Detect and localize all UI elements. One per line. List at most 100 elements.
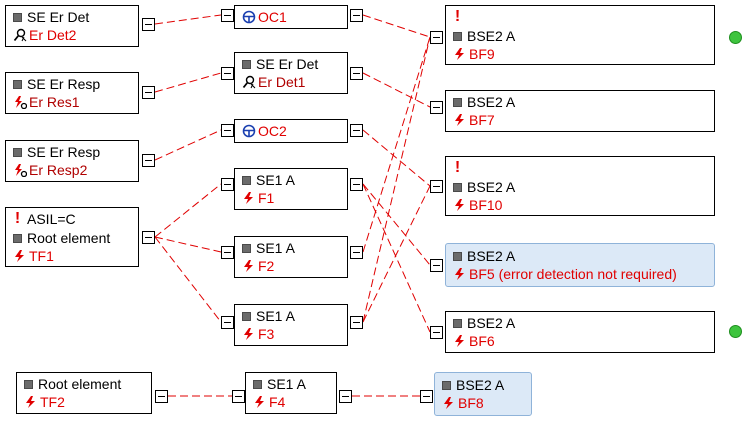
node-name: Er Resp2 — [29, 162, 88, 178]
node-bf10[interactable]: ! BSE2 A BF10 — [445, 156, 715, 216]
link-f3-bf9 — [362, 36, 431, 323]
link-oc2-bf10 — [362, 129, 431, 187]
element-icon — [242, 175, 251, 185]
node-bf6[interactable]: BSE2 A BF6 — [445, 311, 715, 353]
port[interactable] — [142, 86, 155, 99]
node-bf5[interactable]: BSE2 A BF5 (error detection not required… — [445, 243, 715, 287]
link-tf1-f1 — [154, 183, 222, 238]
steering-wheel-icon — [242, 10, 256, 24]
port[interactable] — [430, 180, 443, 193]
node-bf8[interactable]: BSE2 A BF8 — [434, 372, 532, 416]
port[interactable] — [339, 390, 352, 403]
port[interactable] — [142, 231, 155, 244]
port[interactable] — [350, 246, 363, 259]
lightning-fault-icon — [442, 396, 456, 410]
lightning-fault-icon — [242, 327, 256, 341]
node-name: BF9 — [469, 46, 495, 62]
port[interactable] — [350, 67, 363, 80]
node-name: OC1 — [258, 9, 287, 25]
port[interactable] — [221, 246, 234, 259]
port[interactable] — [350, 178, 363, 191]
node-type: SE Er Det — [256, 56, 319, 72]
port[interactable] — [420, 390, 433, 403]
node-se-er-resp-1[interactable]: SE Er Resp Er Res1 — [5, 72, 139, 114]
link-erdet2-oc1 — [154, 14, 222, 25]
element-icon — [242, 243, 251, 253]
lightning-fault-icon — [13, 249, 27, 263]
port[interactable] — [430, 326, 443, 339]
node-type: Root element — [38, 376, 122, 392]
port[interactable] — [430, 259, 443, 272]
node-se-er-det-1[interactable]: SE Er Det Er Det1 — [234, 52, 348, 94]
magnifier-person-icon — [242, 75, 256, 89]
port[interactable] — [350, 9, 363, 22]
port[interactable] — [221, 178, 234, 191]
port[interactable] — [221, 124, 234, 137]
node-type: SE1 A — [256, 172, 295, 188]
node-root-tf1[interactable]: !ASIL=C Root element TF1 — [5, 207, 139, 267]
link-f1-bf6 — [362, 183, 431, 333]
node-type: SE1 A — [256, 240, 295, 256]
port[interactable] — [430, 101, 443, 114]
node-bf9[interactable]: ! BSE2 A BF9 — [445, 5, 715, 65]
steering-wheel-icon — [242, 124, 256, 138]
element-icon — [453, 318, 462, 328]
element-icon — [453, 251, 462, 261]
node-name: BF10 — [469, 197, 503, 213]
warning-icon: ! — [454, 8, 461, 25]
port[interactable] — [221, 316, 234, 329]
node-name: OC2 — [258, 123, 287, 139]
node-type: BSE2 A — [467, 315, 516, 331]
port[interactable] — [221, 67, 234, 80]
node-oc2[interactable]: OC2 — [234, 119, 348, 143]
port[interactable] — [430, 31, 443, 44]
element-icon — [13, 12, 22, 22]
port[interactable] — [155, 390, 168, 403]
node-type: BSE2 A — [467, 28, 516, 44]
node-type: SE Er Resp — [27, 144, 101, 160]
lightning-fault-icon — [453, 198, 467, 212]
node-name: BF8 — [458, 395, 484, 411]
node-se-er-resp-2[interactable]: SE Er Resp Er Resp2 — [5, 140, 139, 182]
node-name: BF7 — [469, 112, 495, 128]
lightning-gear-icon — [13, 95, 27, 109]
lightning-fault-icon — [453, 47, 467, 61]
node-name: F3 — [258, 326, 275, 342]
status-ok-icon — [729, 31, 742, 44]
lightning-gear-icon — [13, 163, 27, 177]
node-type: BSE2 A — [456, 377, 505, 393]
node-name: F1 — [258, 190, 275, 206]
node-f1[interactable]: SE1 A F1 — [234, 168, 348, 210]
lightning-fault-icon — [453, 113, 467, 127]
port[interactable] — [142, 154, 155, 167]
node-name: BF6 — [469, 333, 495, 349]
lightning-fault-icon — [453, 334, 467, 348]
element-icon — [13, 147, 22, 157]
port[interactable] — [221, 9, 234, 22]
node-type: BSE2 A — [467, 179, 516, 195]
element-icon — [453, 31, 462, 41]
warning-icon: ! — [14, 210, 21, 227]
node-name: TF2 — [40, 394, 65, 410]
node-name: TF1 — [29, 248, 54, 264]
node-oc1[interactable]: OC1 — [234, 5, 348, 29]
port[interactable] — [350, 316, 363, 329]
node-bf7[interactable]: BSE2 A BF7 — [445, 90, 715, 132]
link-f3-bf10 — [362, 185, 431, 323]
link-erresp2-oc2 — [154, 129, 222, 161]
port[interactable] — [350, 124, 363, 137]
node-name: F4 — [269, 394, 286, 410]
node-root-tf2[interactable]: Root element TF2 — [16, 372, 152, 414]
node-f2[interactable]: SE1 A F2 — [234, 236, 348, 278]
node-asil: ASIL=C — [27, 211, 76, 227]
node-f4[interactable]: SE1 A F4 — [245, 372, 337, 414]
port[interactable] — [232, 390, 245, 403]
node-se-er-det[interactable]: SE Er Det Er Det2 — [5, 5, 139, 47]
node-f3[interactable]: SE1 A F3 — [234, 304, 348, 346]
element-icon — [13, 233, 22, 243]
element-icon — [242, 311, 251, 321]
port[interactable] — [142, 18, 155, 31]
element-icon — [442, 380, 451, 390]
status-ok-icon — [729, 325, 742, 338]
